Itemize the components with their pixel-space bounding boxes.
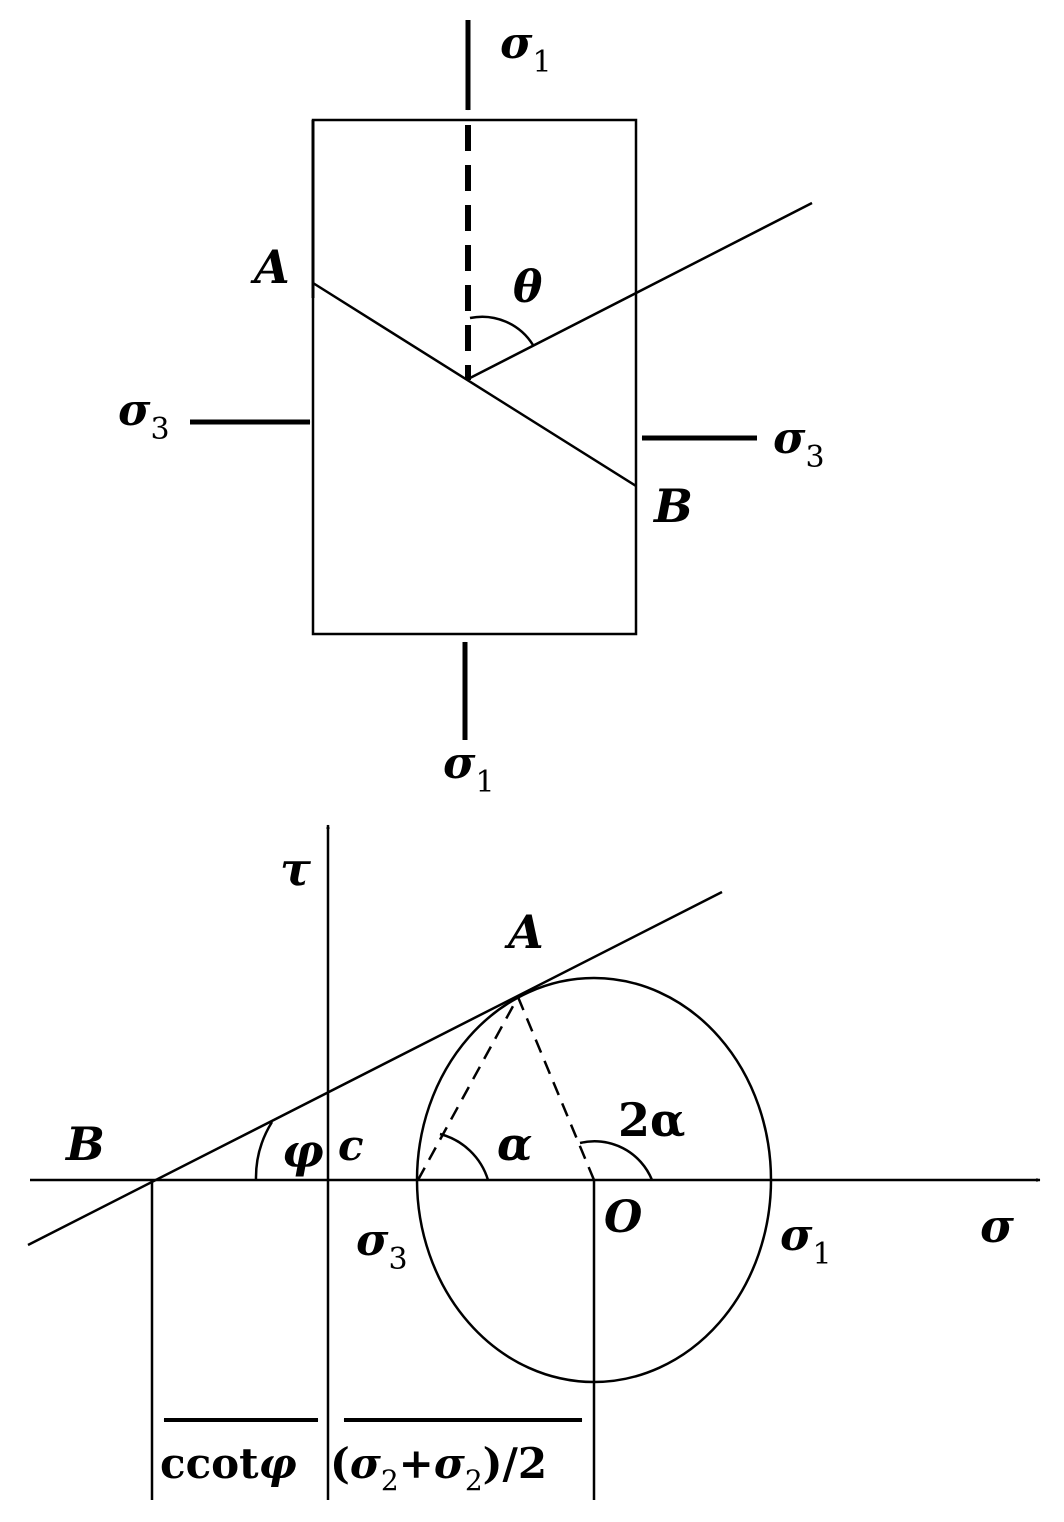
specimen-block — [311, 118, 638, 636]
theta-arc — [469, 315, 535, 346]
alpha-label: α — [497, 1117, 532, 1171]
two-alpha-label: 2α — [618, 1093, 685, 1147]
sigma1-bottom-label: σ1 — [443, 738, 495, 800]
mohr-point-b: B — [64, 1117, 105, 1171]
theta-label: θ — [513, 262, 543, 313]
mohr-diagram: τ σ A B φ c α 2α O σ3 σ1 ccotφ (σ2+σ2)/2 — [27, 824, 1041, 1500]
plane-normal-line — [469, 201, 813, 380]
mohr-point-a: A — [504, 905, 544, 959]
failure-envelope — [27, 890, 723, 1247]
dashed-radius-o-a — [516, 996, 596, 1181]
specimen-figure: σ1 σ1 σ3 σ3 A B θ — [118, 18, 825, 800]
alpha-arc — [439, 1132, 490, 1181]
specimen-point-b: B — [652, 479, 693, 533]
center-o-label: O — [604, 1192, 642, 1243]
tau-axis-label: τ — [280, 842, 311, 896]
ccot-phi-label: ccotφ — [160, 1439, 297, 1488]
two-alpha-arc — [579, 1140, 654, 1181]
phi-arc — [254, 1121, 274, 1181]
cohesion-c-label: c — [338, 1121, 364, 1170]
phi-label: φ — [282, 1124, 324, 1178]
sigma3-right-label: σ3 — [773, 413, 825, 475]
sigma1-top-label: σ1 — [500, 18, 552, 80]
mohr-sigma1-label: σ1 — [780, 1210, 832, 1272]
failure-plane-ab — [312, 281, 637, 488]
dashed-chord-sigma3-a — [416, 996, 520, 1181]
sigma-axis-label: σ — [980, 1199, 1014, 1253]
specimen-point-a: A — [250, 240, 290, 294]
mohr-sigma3-label: σ3 — [356, 1215, 408, 1277]
half-sum-label: (σ2+σ2)/2 — [330, 1439, 547, 1497]
sigma3-left-label: σ3 — [118, 385, 170, 447]
